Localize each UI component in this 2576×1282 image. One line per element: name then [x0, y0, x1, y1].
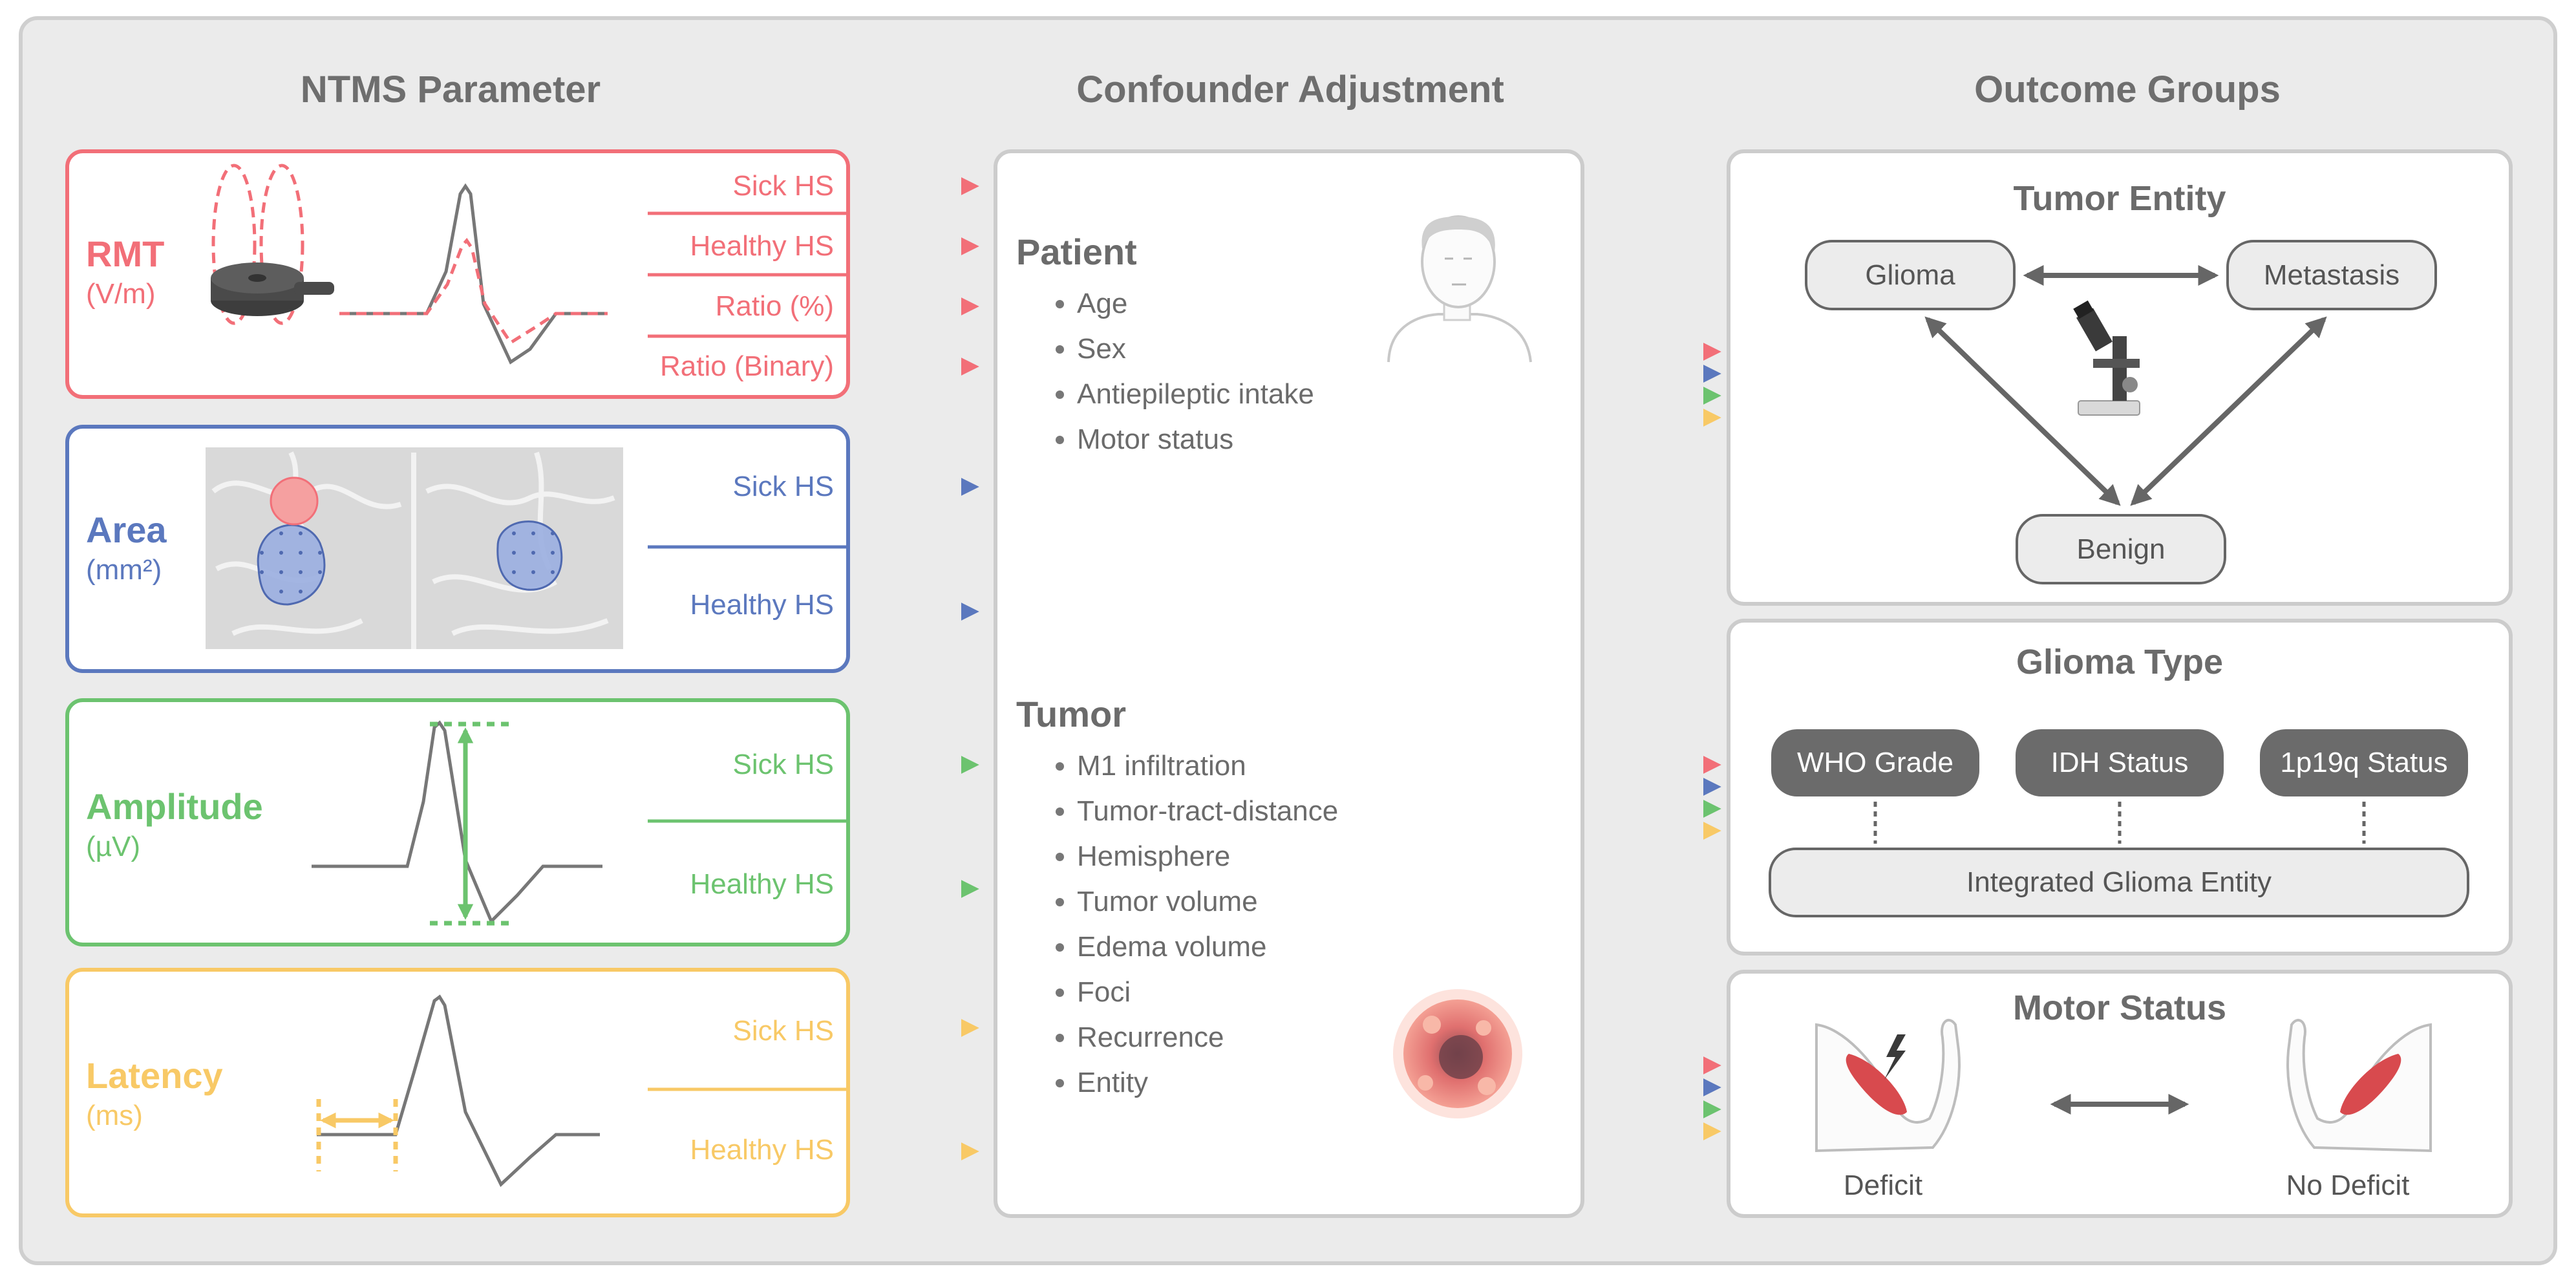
- list-item: Sex: [1077, 326, 1314, 372]
- confounder-adjustment-header: Confounder Adjustment: [1076, 69, 1504, 111]
- tumor-confounder-list: M1 infiltration Tumor-tract-distance Hem…: [1016, 743, 1338, 1106]
- microscope-icon: [2073, 300, 2140, 416]
- list-item: Age: [1077, 281, 1314, 326]
- list-item: Entity: [1077, 1060, 1338, 1106]
- tms-coil-icon: [211, 164, 334, 325]
- outcome-groups-header: Outcome Groups: [1974, 69, 2281, 111]
- list-item: Tumor-tract-distance: [1077, 789, 1338, 834]
- lightning-icon: [1884, 1034, 1906, 1080]
- rmt-unit: (V/m): [86, 278, 156, 310]
- who-grade-label: WHO Grade: [1796, 747, 1954, 778]
- motor-status-title: Motor Status: [2013, 988, 2226, 1027]
- list-item: Hemisphere: [1077, 834, 1338, 879]
- flexed-arm-icon: [1815, 1019, 2432, 1153]
- deficit-label: Deficit: [1843, 1170, 1923, 1201]
- integrated-glioma-entity-label: Integrated Glioma Entity: [1966, 866, 2272, 898]
- rmt-ratio-binary-label: Ratio (Binary): [660, 350, 834, 382]
- area-healthy-hs-label: Healthy HS: [690, 589, 834, 621]
- idh-status-label: IDH Status: [2050, 747, 2189, 778]
- glioma-benign-arrow: [1924, 316, 2121, 506]
- area-sick-hs-label: Sick HS: [732, 471, 834, 502]
- integrated-glioma-entity-node: [1769, 848, 2469, 917]
- glioma-type-title: Glioma Type: [2016, 643, 2224, 681]
- latency-unit: (ms): [86, 1100, 143, 1131]
- ntms-parameter-header: NTMS Parameter: [300, 69, 601, 111]
- metastasis-node-label: Metastasis: [2263, 259, 2400, 291]
- rmt-sick-hs-label: Sick HS: [732, 170, 834, 202]
- no-deficit-label: No Deficit: [2286, 1170, 2410, 1201]
- rmt-ratio-label: Ratio (%): [715, 290, 834, 322]
- list-item: M1 infiltration: [1077, 743, 1338, 789]
- outcome-arrows: [1602, 343, 1721, 1140]
- area-unit: (mm²): [86, 554, 162, 586]
- tumor-section-title: Tumor: [1016, 694, 1127, 734]
- rmt-box: [65, 149, 850, 399]
- list-item: Recurrence: [1077, 1015, 1338, 1060]
- parameter-arrows: [860, 177, 979, 1160]
- idh-status-node: [2016, 729, 2224, 796]
- list-item: Foci: [1077, 970, 1338, 1015]
- amplitude-unit: (µV): [86, 831, 141, 862]
- benign-node: [2016, 514, 2226, 584]
- list-item: Edema volume: [1077, 924, 1338, 970]
- amplitude-healthy-hs-label: Healthy HS: [690, 868, 834, 900]
- latency-label: Latency: [86, 1055, 223, 1096]
- brain-surface-icon: [206, 447, 623, 649]
- rmt-label: RMT: [86, 233, 165, 274]
- 1p19q-status-node: [2260, 729, 2468, 796]
- glioma-node-label: Glioma: [1865, 259, 1955, 291]
- rmt-healthy-hs-label: Healthy HS: [690, 230, 834, 262]
- tumor-cell-icon: [1393, 989, 1522, 1118]
- list-item: Motor status: [1077, 417, 1314, 462]
- amplitude-box: [65, 698, 850, 946]
- tumor-entity-title: Tumor Entity: [2013, 179, 2226, 218]
- area-label: Area: [86, 509, 167, 550]
- confounder-box: [994, 149, 1584, 1218]
- latency-box: [65, 968, 850, 1217]
- benign-node-label: Benign: [2076, 533, 2166, 565]
- latency-healthy-hs-label: Healthy HS: [690, 1134, 834, 1166]
- patient-head-icon: [1387, 215, 1532, 363]
- amplitude-label: Amplitude: [86, 786, 263, 827]
- glioma-node: [1805, 240, 2016, 310]
- list-item: Tumor volume: [1077, 879, 1338, 924]
- patient-confounder-list: Age Sex Antiepileptic intake Motor statu…: [1016, 281, 1314, 462]
- metastasis-node: [2226, 240, 2437, 310]
- area-box: [65, 425, 850, 673]
- metastasis-benign-arrow: [2130, 316, 2327, 506]
- 1p19q-status-label: 1p19q Status: [2280, 747, 2448, 778]
- who-grade-node: [1771, 729, 1979, 796]
- list-item: Antiepileptic intake: [1077, 372, 1314, 417]
- amplitude-sick-hs-label: Sick HS: [732, 749, 834, 780]
- latency-sick-hs-label: Sick HS: [732, 1015, 834, 1047]
- patient-section-title: Patient: [1016, 231, 1137, 272]
